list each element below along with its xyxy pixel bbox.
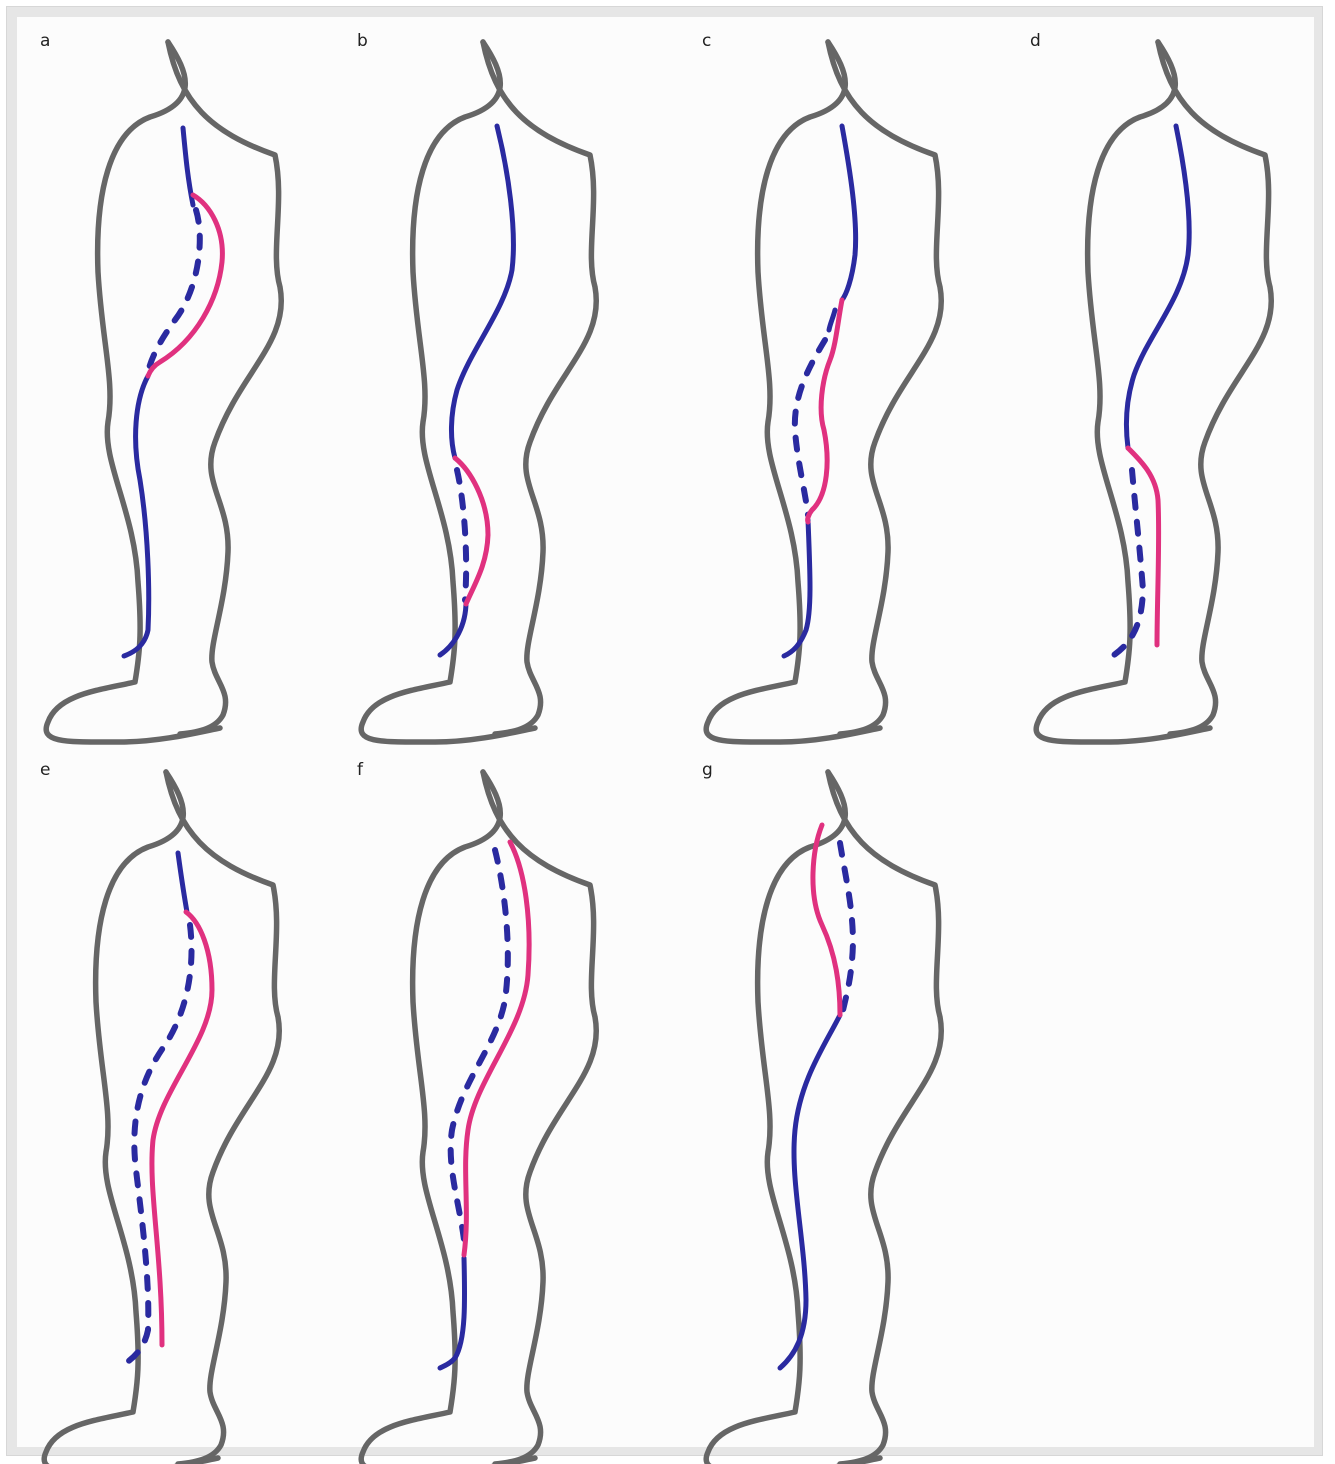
leg-outline-b: [361, 42, 596, 742]
leg-outline-f: [361, 772, 596, 1464]
panel-b: b: [357, 31, 596, 742]
vein-pink-e: [152, 912, 212, 1345]
panel-a: a: [40, 31, 281, 742]
panel-label-c: c: [702, 31, 711, 51]
panel-label-a: a: [40, 31, 50, 51]
panel-c: c: [702, 31, 941, 742]
vein-dashed-g: [840, 843, 853, 1015]
vein-blue-e: [178, 853, 187, 912]
panel-g: g: [702, 760, 941, 1464]
panel-label-g: g: [702, 760, 713, 780]
vein-blue-d: [1126, 126, 1189, 448]
panel-e: e: [40, 760, 279, 1464]
panel-label-b: b: [357, 31, 368, 51]
leg-outline-a: [46, 42, 281, 742]
leg-outline-g: [706, 772, 941, 1464]
vein-pink-c: [808, 300, 842, 522]
vein-blue-g: [780, 1015, 840, 1368]
vein-dashed-a: [148, 210, 200, 372]
panel-label-f: f: [357, 760, 364, 780]
vein-dashed-c: [795, 340, 825, 515]
vein-pink-a: [148, 195, 222, 376]
panel-label-d: d: [1030, 31, 1041, 51]
panel-label-e: e: [40, 760, 50, 780]
leg-outline-d: [1036, 42, 1271, 742]
vein-dashed-b: [457, 470, 466, 600]
panel-f: f: [357, 760, 596, 1464]
leg-outline-e: [44, 772, 279, 1464]
vein-blue-mid-c: [829, 310, 835, 330]
vein-blue-b: [451, 126, 513, 458]
panel-d: d: [1030, 31, 1271, 742]
vein-pink-g: [813, 825, 840, 1015]
vein-blue-c: [842, 126, 856, 300]
vein-pink-f: [464, 842, 529, 1255]
